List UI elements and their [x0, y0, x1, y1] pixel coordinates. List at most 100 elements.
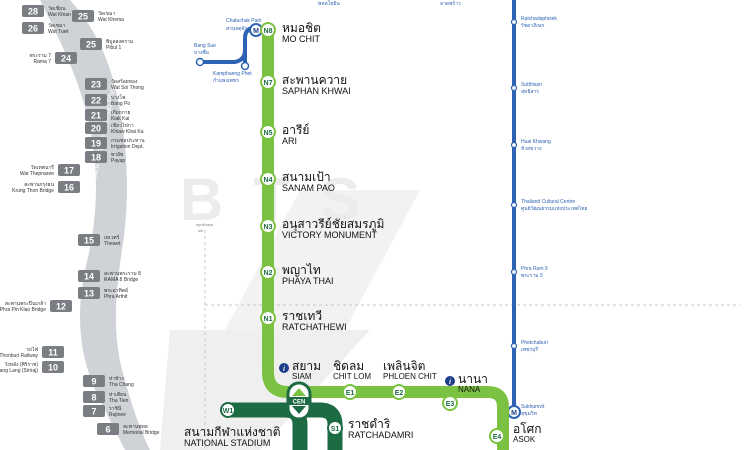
top-road-label-right: ลาดพร้าว — [440, 0, 461, 7]
pier-name-en: Tha Tien — [109, 398, 129, 404]
station-code: N8 — [264, 28, 273, 35]
mrt-station-thailand-cultural-centre[interactable]: Thailand Cultural Centreศูนย์วัฒนธรรมแห่… — [510, 199, 588, 212]
mrt-station-th: ศูนย์วัฒนธรรมแห่งประเทศไทย — [521, 205, 587, 212]
mrt-station-kamphaeng-phet[interactable] — [240, 61, 250, 71]
station-name-en: SAPHAN KHWAI — [282, 86, 351, 96]
pier-badge — [83, 375, 105, 387]
pier-number: 23 — [91, 80, 101, 90]
pier-badge — [72, 10, 94, 22]
pier-name-th: สะพานกรุงธน — [24, 182, 54, 188]
pier-name-th: เขียวไข่กา — [111, 122, 134, 129]
mrt-station-en: Phetchaburi — [521, 340, 548, 346]
svg-text:i: i — [283, 366, 286, 373]
station-name-th: อารีย์ — [282, 123, 309, 137]
mrt-station-th: พระราม 9 — [521, 273, 543, 279]
pier-name-th: พายัพ — [111, 152, 123, 158]
pier-badge — [85, 78, 107, 90]
station-name-en: RATCHADAMRI — [348, 430, 413, 440]
mrt-label-chatuchak-en: Chatuchak Park — [226, 18, 262, 24]
chao-phraya-river — [40, 0, 150, 450]
pier-number: 14 — [84, 272, 94, 282]
station-code: E1 — [346, 390, 355, 397]
svg-text:i: i — [449, 379, 452, 386]
pier-name-en: Krung Thon Bridge — [12, 188, 54, 194]
pier-badge — [58, 181, 80, 193]
station-name-en: NATIONAL STADIUM — [184, 438, 270, 448]
pier-name-en: Wat Khema — [98, 17, 124, 23]
station-code: N7 — [264, 80, 273, 87]
pier-number: 12 — [56, 302, 66, 312]
station-name-th: นานา — [458, 372, 488, 386]
pier-name-th: สะพานพระราม 8 — [104, 271, 141, 277]
mrt-station-dot — [510, 201, 518, 209]
station-code: E2 — [395, 390, 404, 397]
pier-name-th: วัดเขียน — [48, 5, 66, 12]
mrt-station-dot — [510, 268, 518, 276]
info-icon — [445, 376, 455, 386]
station-name-th: สนามกีฬาแห่งชาติ — [184, 425, 281, 439]
pier-number: 13 — [84, 289, 94, 299]
station-badge — [327, 420, 343, 436]
pier-name-en: Bang Po — [111, 101, 130, 107]
station-name-en: VICTORY MONUMENT — [282, 230, 378, 240]
pier-17[interactable]: 17วัดเทพนารีWat Thepnaree — [20, 164, 80, 177]
siam-interchange[interactable]: CEN — [286, 381, 312, 421]
zone-grid — [204, 230, 740, 450]
station-name-th: ราชเทวี — [282, 309, 322, 323]
pier-number: 17 — [64, 166, 74, 176]
station-badge — [260, 74, 276, 90]
pier-name-th: พระราม 7 — [29, 53, 51, 59]
pier-badge — [85, 151, 107, 163]
mrt-station-bang-sue[interactable] — [195, 57, 205, 67]
pier-name-th: ราชินี — [109, 405, 122, 412]
pier-10[interactable]: 10วังหลัง (ศิริราช)Wang Lang (Siriraj) — [0, 361, 64, 374]
mrt-station-th: สุทธิสาร — [521, 88, 539, 95]
top-road-label-left: พหลโยธิน — [318, 0, 340, 7]
pier-name-en: Memorial Bridge — [123, 430, 160, 436]
mrt-station-dot — [510, 18, 518, 26]
station-name-en: CHIT LOM — [333, 372, 371, 381]
station-name-en: ARI — [282, 136, 297, 146]
pier-number: 24 — [61, 54, 71, 64]
